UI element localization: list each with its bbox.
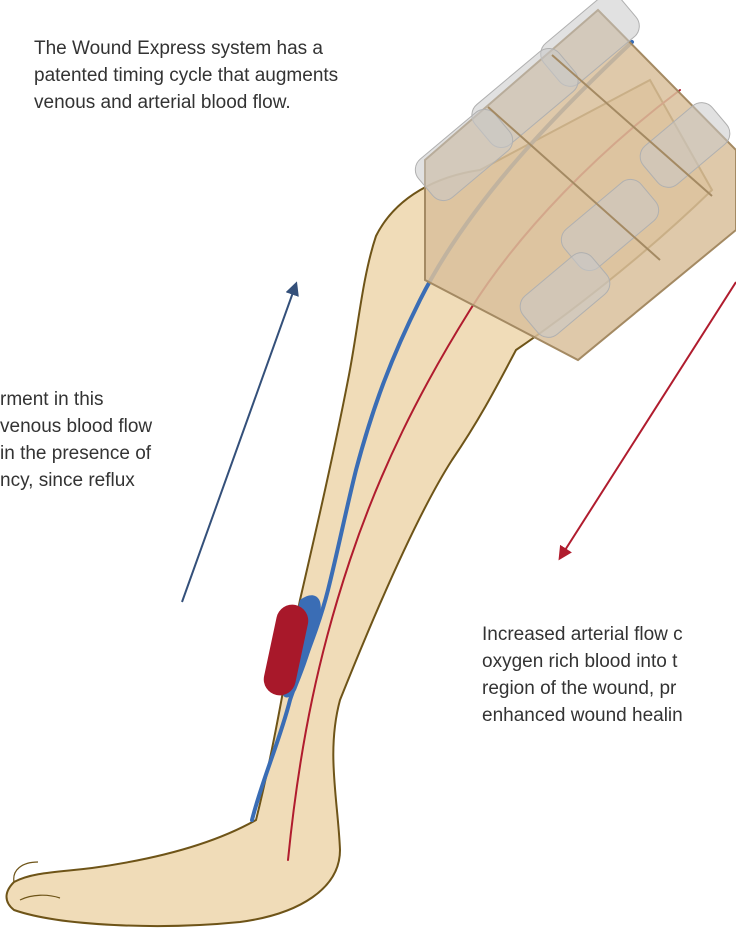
venous-arrow-up <box>182 284 296 602</box>
caption-line: rment in this <box>0 386 152 413</box>
caption-line: patented timing cycle that augments <box>34 62 338 89</box>
caption-line: The Wound Express system has a <box>34 35 338 62</box>
caption-line: in the presence of <box>0 440 152 467</box>
caption-timing-cycle: The Wound Express system has a patented … <box>34 35 338 116</box>
caption-line: Increased arterial flow c <box>482 621 683 648</box>
caption-line: enhanced wound healin <box>482 702 683 729</box>
caption-line: ncy, since reflux <box>0 467 152 494</box>
caption-line: venous and arterial blood flow. <box>34 89 338 116</box>
caption-line: region of the wound, pr <box>482 675 683 702</box>
caption-line: oxygen rich blood into t <box>482 648 683 675</box>
caption-line: venous blood flow <box>0 413 152 440</box>
caption-arterial-flow: Increased arterial flow c oxygen rich bl… <box>482 621 683 729</box>
caption-venous-flow: rment in this venous blood flow in the p… <box>0 386 152 494</box>
